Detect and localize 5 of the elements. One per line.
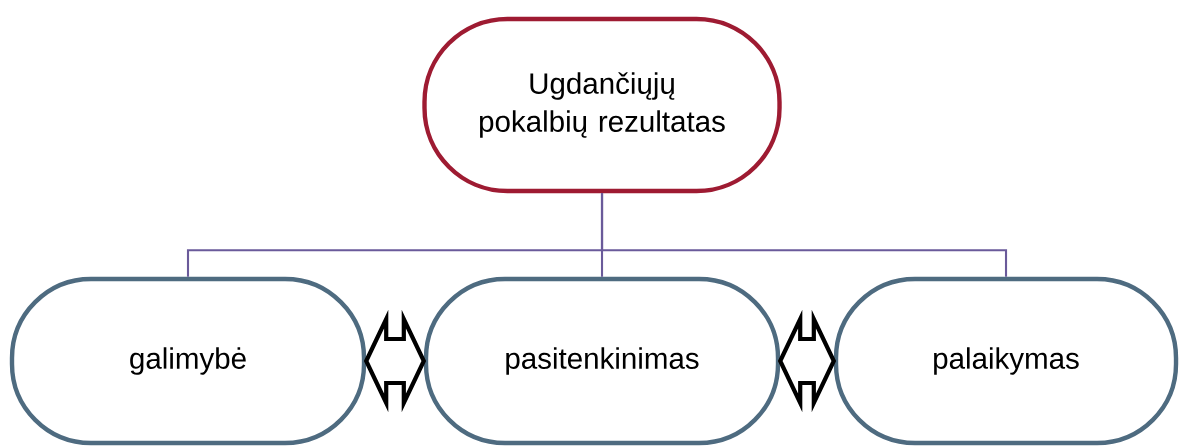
rounded-box: Ugdančiųjų pokalbių rezultatas — [422, 16, 782, 194]
rounded-box: pasitenkinimas — [423, 276, 781, 446]
rounded-box: palaikymas — [833, 276, 1179, 446]
rounded-box: galimybė — [9, 276, 367, 446]
connector-line — [600, 193, 1008, 277]
